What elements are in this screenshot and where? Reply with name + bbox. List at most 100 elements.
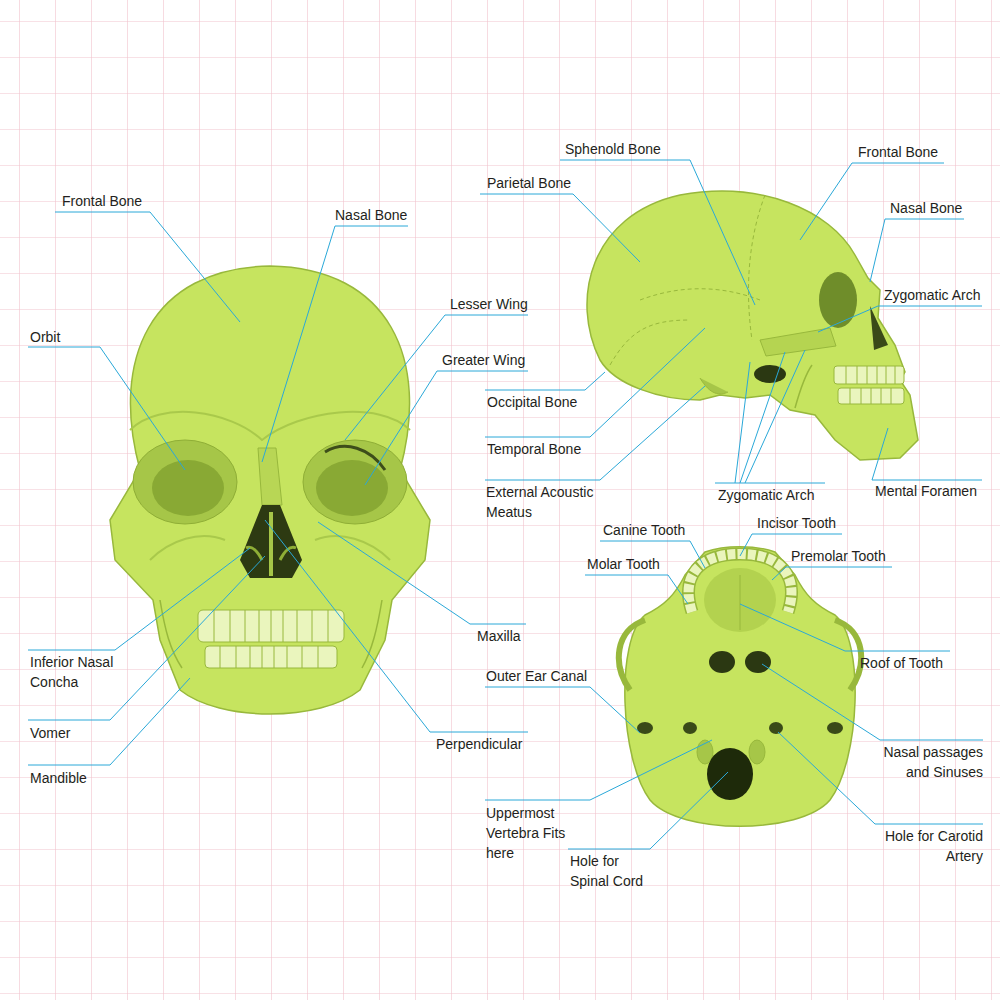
part-label: Hole for Carotid Artery xyxy=(868,826,983,866)
leader-line xyxy=(262,226,408,462)
leader-line xyxy=(735,362,750,483)
leader-line xyxy=(28,548,250,650)
condyle xyxy=(749,740,765,764)
tooth-gaps xyxy=(850,388,891,404)
leader-line xyxy=(762,664,983,740)
part-label: Lesser Wing xyxy=(450,294,528,314)
part-label: Frontal Bone xyxy=(858,142,938,162)
part-label: External Acoustic Meatus xyxy=(486,482,611,522)
palate xyxy=(704,568,776,632)
orbit xyxy=(819,272,857,328)
palate-suture xyxy=(740,575,741,630)
leader-line xyxy=(485,328,705,437)
ear-canal xyxy=(827,722,843,734)
leader-line xyxy=(485,386,705,480)
leader-line xyxy=(778,732,983,824)
orbit-right-inner xyxy=(316,460,388,516)
part-label: Nasal Bone xyxy=(890,198,962,218)
nasal-passage xyxy=(745,651,771,673)
ear-hole xyxy=(754,365,786,383)
part-label: Nasal passages and Sinuses xyxy=(873,742,983,782)
cheek-line xyxy=(150,536,390,560)
part-label: Premolar Tooth xyxy=(791,546,886,566)
leader-line xyxy=(870,219,964,282)
part-label: Incisor Tooth xyxy=(757,513,836,533)
leader-line xyxy=(480,194,640,262)
leader-line xyxy=(485,372,605,390)
part-label: Outer Ear Canal xyxy=(486,666,587,686)
part-label: Temporal Bone xyxy=(487,439,581,459)
part-label: Zygomatic Arch xyxy=(718,485,814,505)
suture xyxy=(610,289,760,365)
part-label: Perpendicular xyxy=(436,734,522,754)
leader-line xyxy=(345,315,528,440)
spinal-hole xyxy=(707,748,753,800)
tooth-gaps xyxy=(220,646,318,668)
leader-line xyxy=(772,567,892,580)
jaw-line xyxy=(795,365,812,408)
part-label: Sphenold Bone xyxy=(565,139,661,159)
leader-line xyxy=(818,306,982,332)
lower-teeth xyxy=(838,388,904,404)
leader-line xyxy=(568,772,728,849)
leader-line xyxy=(265,520,528,732)
tooth-gaps xyxy=(846,366,895,384)
leader-line xyxy=(740,604,950,651)
part-label: Canine Tooth xyxy=(603,520,685,540)
nasal-opening xyxy=(870,306,888,350)
part-label: Nasal Bone xyxy=(335,205,407,225)
leader-line xyxy=(28,556,265,720)
leader-line xyxy=(560,160,755,305)
part-label: Molar Tooth xyxy=(587,554,660,574)
leader-line xyxy=(28,678,190,765)
upper-teeth xyxy=(834,366,904,384)
part-label: Occipital Bone xyxy=(487,392,577,412)
leader-line xyxy=(585,575,688,604)
part-label: Uppermost Vertebra Fits here xyxy=(486,803,566,863)
zygomatic-arch-shape xyxy=(760,328,836,356)
carotid-hole xyxy=(683,722,697,734)
nasal-passage xyxy=(709,651,735,673)
orbital-fissure xyxy=(325,446,385,470)
nasal-septum xyxy=(269,512,273,576)
skull-outline xyxy=(625,547,855,827)
part-label: Greater Wing xyxy=(442,350,525,370)
leader-line xyxy=(28,347,185,470)
leader-line xyxy=(740,352,785,483)
part-label: Hole for Spinal Cord xyxy=(570,851,655,891)
leader-line xyxy=(872,428,982,480)
bottom-skull xyxy=(619,547,861,827)
leader-line xyxy=(485,687,640,733)
skull-outline xyxy=(110,266,430,714)
nasal-bone-shape xyxy=(258,448,282,505)
part-label: Frontal Bone xyxy=(62,191,142,211)
leader-line xyxy=(715,483,825,484)
side-skull xyxy=(587,191,918,460)
lower-teeth xyxy=(205,646,337,668)
part-label: Zygomatic Arch xyxy=(884,285,980,305)
part-label: Mental Foramen xyxy=(875,481,977,501)
orbit-right xyxy=(303,440,407,524)
part-label: Orbit xyxy=(30,327,60,347)
part-label: Mandible xyxy=(30,768,87,788)
leader-line xyxy=(55,212,240,322)
part-label: Inferior Nasal Concha xyxy=(30,652,140,692)
part-label: Parietal Bone xyxy=(487,173,571,193)
front-skull xyxy=(110,266,430,714)
concha-shape xyxy=(246,547,296,560)
leader-line xyxy=(365,371,528,485)
carotid-hole xyxy=(769,722,783,734)
mastoid xyxy=(700,378,728,394)
jaw-line xyxy=(160,600,382,668)
leader-line xyxy=(318,522,526,624)
skull-outline xyxy=(587,191,918,460)
orbit-left xyxy=(133,440,237,524)
upper-teeth xyxy=(198,610,344,642)
tooth-gaps xyxy=(214,610,328,642)
leader-lines xyxy=(28,160,983,849)
part-label: Roof of Tooth xyxy=(860,653,943,673)
part-label: Vomer xyxy=(30,723,70,743)
